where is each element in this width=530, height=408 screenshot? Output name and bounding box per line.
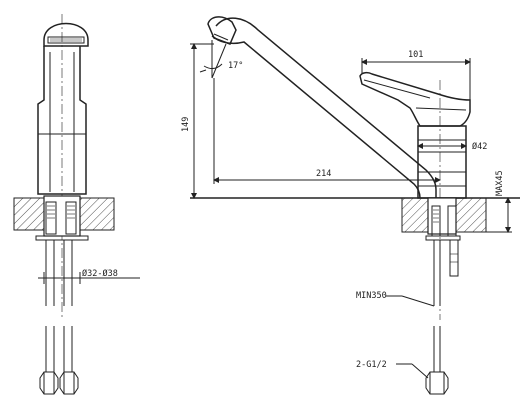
hose-min-label: MIN350 <box>356 291 387 301</box>
front-mount-hole <box>427 197 457 235</box>
side-hose-nut-left <box>39 371 59 395</box>
hole-range-label: Ø32-Ø38 <box>82 268 118 279</box>
dimension-lines: 17° 149 101 Ø42 214 MAX45 MIN350 2-G1/2 <box>181 40 512 379</box>
spout-tip <box>207 16 237 45</box>
side-hose-nut-right <box>59 371 79 395</box>
side-view: Ø32-Ø38 <box>13 14 140 395</box>
angle-label: 17° <box>228 61 243 71</box>
body-diameter-label: Ø42 <box>472 141 487 152</box>
faucet-body <box>417 125 467 199</box>
mounting-stud <box>449 239 459 277</box>
lever-handle <box>359 71 471 127</box>
thread-label: 2-G1/2 <box>356 360 387 370</box>
reach-label: 214 <box>316 169 331 179</box>
handle-width-label: 101 <box>408 50 423 60</box>
front-hose-nut <box>425 371 449 395</box>
height-label: 149 <box>181 117 191 132</box>
max-counter-label: MAX45 <box>495 170 505 196</box>
aerator <box>47 36 85 44</box>
side-spout-head <box>43 22 89 47</box>
side-washer <box>35 235 89 241</box>
front-view <box>190 16 520 395</box>
